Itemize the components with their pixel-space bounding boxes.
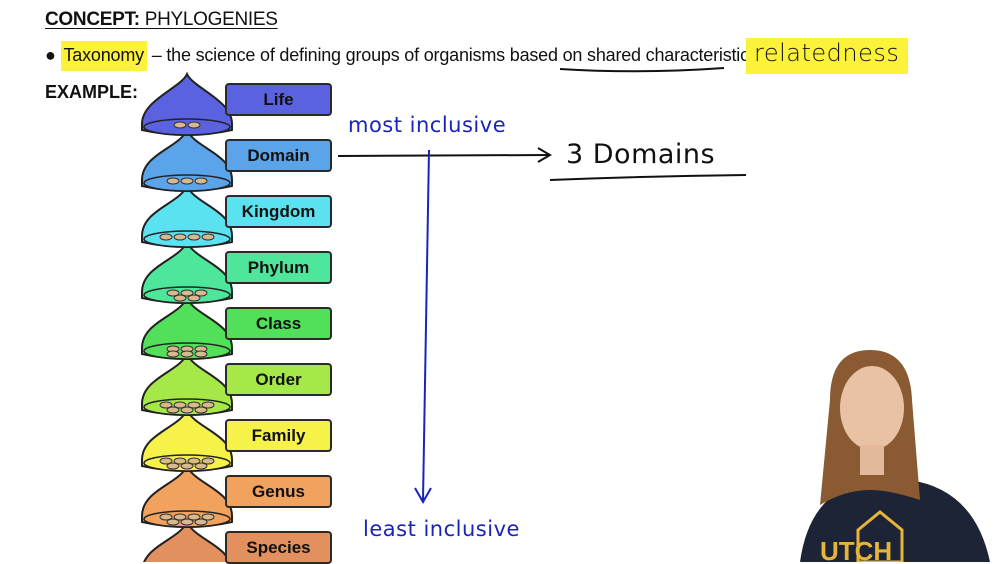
example-label: EXAMPLE: (45, 82, 139, 102)
term-taxonomy: Taxonomy (60, 41, 147, 71)
rank-dot-icon (187, 513, 201, 521)
rank-dot-icon (166, 350, 180, 358)
rank-label-order: Order (225, 363, 332, 396)
rank-dot-icon (180, 518, 194, 526)
rank-dot-icon (194, 350, 208, 358)
relatedness-highlight (746, 38, 908, 74)
rank-dot-icon (180, 177, 194, 185)
rank-shape-species (143, 519, 231, 562)
three-domains-note: 3 Domains (566, 139, 716, 170)
rank-dot-icon (194, 289, 208, 297)
rank-label-life: Life (225, 83, 332, 116)
shared-underline (559, 67, 725, 73)
rank-label-kingdom: Kingdom (225, 195, 332, 228)
rank-dot-icon (180, 289, 194, 297)
rank-dot-icon (173, 233, 187, 241)
rank-dot-icon (173, 401, 187, 409)
rank-label-species: Species (225, 531, 332, 564)
rank-dot-icon (187, 401, 201, 409)
shared-characteristics: shared characteristics (587, 45, 758, 65)
presenter-face (840, 366, 904, 450)
domain-arrow-line (337, 154, 549, 157)
shirt-text: UTCH (820, 536, 892, 562)
rank-label-class: Class (225, 307, 332, 340)
concept-label: CONCEPT: (45, 9, 140, 30)
rank-label-domain: Domain (225, 139, 332, 172)
rank-dot-icon (201, 401, 215, 409)
definition-text: – the science of defining groups of orga… (146, 45, 588, 65)
rank-dot-icon (180, 350, 194, 358)
rank-dot-icon (187, 457, 201, 465)
rank-dot-icon (166, 518, 180, 526)
page-title: CONCEPT: PHYLOGENIES (45, 9, 278, 31)
rank-dot-icon (173, 294, 187, 302)
domains-underline (549, 174, 747, 181)
most-inclusive-note: most inclusive (348, 113, 507, 137)
rank-dot-icon (187, 233, 201, 241)
inclusiveness-arrow-line (422, 149, 430, 501)
rank-dot-icon (159, 513, 173, 521)
shirt-logo-icon (856, 510, 904, 562)
rank-dot-icon (201, 457, 215, 465)
rank-dot-icon (201, 513, 215, 521)
rank-label-phylum: Phylum (225, 251, 332, 284)
rank-dot-icon (194, 406, 208, 414)
presenter-video: UTCH (800, 350, 990, 562)
taxonomy-stack (141, 71, 233, 562)
rank-base-life (143, 118, 231, 136)
bullet-icon: ● (45, 45, 56, 65)
rank-dot-icon (166, 177, 180, 185)
relatedness-text: relatedness (754, 39, 900, 67)
concept-title: PHYLOGENIES (139, 9, 278, 30)
rank-dot-icon (166, 462, 180, 470)
rank-dot-icon (201, 233, 215, 241)
rank-dot-icon (159, 401, 173, 409)
inclusiveness-arrow-head (414, 487, 432, 505)
rank-dot-icon (166, 406, 180, 414)
rank-dot-icon (194, 518, 208, 526)
rank-dot-icon (187, 121, 201, 129)
rank-dot-icon (173, 121, 187, 129)
rank-dot-icon (180, 406, 194, 414)
rank-dot-icon (159, 233, 173, 241)
rank-dot-icon (194, 177, 208, 185)
rank-dot-icon (180, 462, 194, 470)
presenter-neck (860, 445, 884, 475)
rank-dot-icon (173, 513, 187, 521)
presenter-shirt (800, 480, 990, 562)
least-inclusive-note: least inclusive (363, 517, 520, 541)
rank-dot-icon (173, 457, 187, 465)
rank-dot-icon (194, 462, 208, 470)
rank-dot-icon (187, 294, 201, 302)
rank-label-genus: Genus (225, 475, 332, 508)
rank-label-family: Family (225, 419, 332, 452)
rank-dot-icon (159, 457, 173, 465)
domain-arrow-head (537, 147, 552, 163)
rank-dot-icon (166, 289, 180, 297)
rank-base-kingdom (143, 230, 231, 248)
